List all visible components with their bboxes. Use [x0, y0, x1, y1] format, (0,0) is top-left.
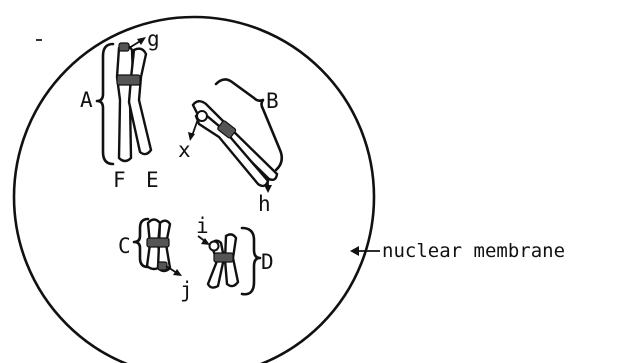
label-a: A	[80, 88, 93, 112]
pointer-j-head	[173, 269, 182, 276]
chromosome-a	[117, 43, 151, 161]
label-c: C	[118, 234, 131, 258]
chromosome-a-chromatid-right	[129, 49, 151, 154]
brace-c	[134, 219, 148, 267]
label-nuclear-membrane: nuclear membrane	[382, 240, 565, 262]
chromosome-b-chromatid-lower	[196, 114, 268, 186]
chromosome-c	[147, 220, 170, 272]
pointer-membrane-head	[350, 246, 359, 256]
label-g: g	[147, 27, 160, 51]
label-e: E	[146, 168, 159, 192]
label-h: h	[258, 192, 271, 216]
brace-d	[242, 228, 260, 294]
chromosome-c-centromere	[147, 238, 169, 247]
label-x: x	[178, 138, 191, 162]
chromosome-d	[208, 234, 238, 287]
chromosome-a-centromere	[117, 75, 140, 85]
label-d: D	[261, 250, 274, 274]
label-i: i	[196, 214, 209, 238]
nucleus-outline	[14, 17, 374, 363]
brace-a	[97, 44, 113, 164]
chromosome-d-centromere	[214, 253, 233, 262]
chromosome-a-locus-g	[119, 43, 129, 51]
chromosome-c-locus-j	[158, 262, 167, 270]
label-f: F	[113, 168, 126, 192]
label-j: j	[180, 278, 193, 302]
pointer-g-head	[137, 37, 146, 45]
label-b: B	[266, 89, 279, 113]
chromosome-d-locus-i	[210, 242, 219, 251]
